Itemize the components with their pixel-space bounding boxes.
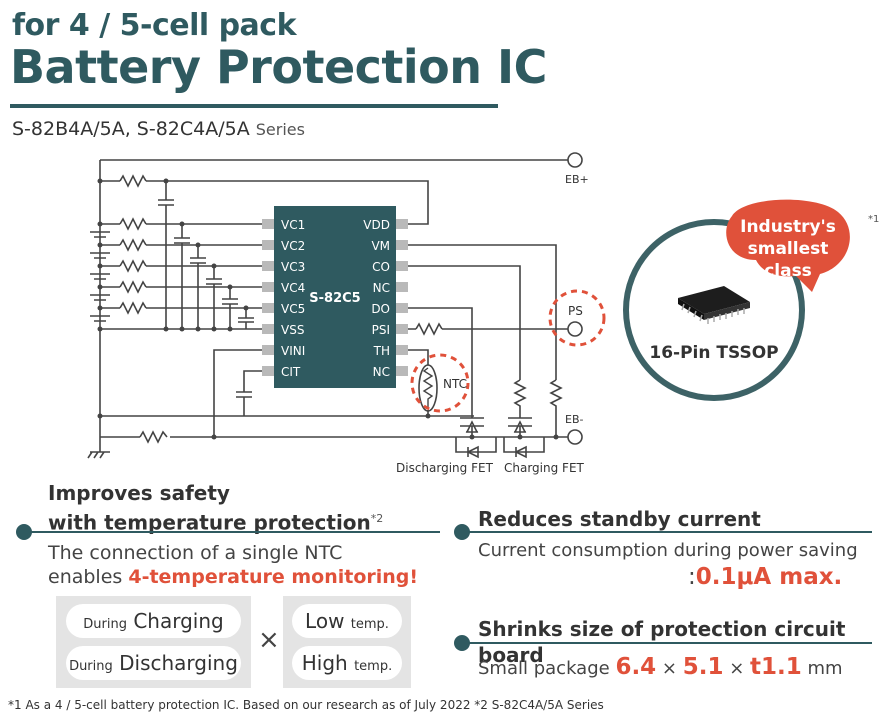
mode-pill-charging: During Charging	[66, 604, 241, 638]
pin-label: CIT	[281, 365, 301, 379]
safety-title-line2: with temperature protection*2	[48, 506, 383, 536]
size-unit: mm	[801, 658, 843, 679]
standby-desc: Current consumption during power saving	[478, 540, 858, 561]
battery-cells	[90, 231, 110, 322]
standby-title: Reduces standby current	[478, 507, 761, 531]
ic-pins	[262, 219, 408, 376]
size-x2: ×	[723, 658, 750, 679]
pin-label: VINI	[281, 344, 305, 358]
ps-terminal	[567, 321, 583, 337]
temp-box: Low temp. High temp.	[283, 596, 411, 688]
temp-pill-low: Low temp.	[292, 604, 402, 638]
safety-title-line1: Improves safety	[48, 481, 230, 505]
safety-desc-line1: The connection of a single NTC	[48, 542, 343, 564]
badge-footnote-mark: *1	[868, 214, 879, 225]
pin-label: TH	[373, 344, 390, 358]
ntc-label: NTC	[443, 377, 467, 391]
junction-dots	[97, 178, 559, 440]
size-w: 6.4	[615, 654, 657, 680]
pill-big: Charging	[133, 609, 224, 633]
pin-label: VDD	[363, 218, 390, 232]
size-t: t1.1	[750, 654, 802, 680]
pin-label: DO	[371, 302, 390, 316]
pin-label: VC1	[281, 218, 305, 232]
bubble-line2: smallest	[748, 239, 829, 259]
safety-desc-line2: enables 4-temperature monitoring!	[48, 566, 418, 588]
standby-value: 0.1μA max.	[695, 564, 843, 590]
speech-bubble	[726, 199, 850, 292]
standby-value-line: :0.1μA max.	[688, 564, 842, 590]
temp-pill-high: High temp.	[292, 646, 402, 680]
section-rule	[462, 531, 872, 533]
pin-label: VC2	[281, 239, 305, 253]
times-symbol: ×	[258, 625, 280, 655]
eb-minus-terminal	[567, 429, 583, 445]
pill-small: temp.	[354, 659, 393, 674]
series-models: S-82B4A/5A, S-82C4A/5A	[12, 118, 250, 140]
ps-label: PS	[568, 304, 583, 318]
series-label: S-82B4A/5A, S-82C4A/5A Series	[12, 118, 305, 140]
size-line: Small package 6.4 × 5.1 × t1.1 mm	[478, 654, 843, 680]
pin-label: VC4	[281, 281, 305, 295]
bubble-line1: Industry's	[740, 217, 836, 237]
package-name: 16-Pin TSSOP	[649, 343, 778, 363]
ntc-thermistor	[418, 364, 438, 412]
safety-desc-prefix: enables	[48, 566, 129, 588]
section-rule	[462, 642, 872, 644]
safety-title-sup: *2	[370, 512, 384, 525]
standby-colon: :	[688, 564, 696, 590]
pin-label: NC	[373, 281, 390, 295]
ntc-highlight	[410, 353, 470, 413]
circuit-diagram: VC1 VC2 VC3 VC4 VC5 VSS VINI CIT VDD VM …	[87, 152, 606, 475]
pin-label: VC3	[281, 260, 305, 274]
pill-big: High	[301, 651, 348, 675]
pin-label: VM	[371, 239, 390, 253]
footnote: *1 As a 4 / 5-cell battery protection IC…	[8, 698, 604, 712]
mode-box: During Charging During Discharging	[56, 596, 251, 688]
pill-big: Discharging	[119, 651, 238, 675]
page-title: Battery Protection IC	[10, 40, 547, 94]
discharging-fet-label: Discharging FET	[396, 461, 494, 475]
pill-small: During	[83, 617, 127, 632]
pin-label: CO	[372, 260, 390, 274]
eb-plus-terminal	[567, 152, 583, 168]
charging-fet-label: Charging FET	[504, 461, 585, 475]
size-x1: ×	[656, 658, 683, 679]
safety-desc-highlight: 4-temperature monitoring!	[128, 566, 419, 588]
pill-small: During	[69, 659, 113, 674]
series-suffix: Series	[255, 120, 305, 139]
pill-small: temp.	[350, 617, 389, 632]
title-underline	[10, 104, 498, 108]
package-badge: Industry's smallest class *1 16-Pin TSSO…	[623, 199, 879, 401]
eb-plus-label: EB+	[565, 173, 589, 186]
pin-label: VC5	[281, 302, 305, 316]
size-title: Shrinks size of protection circuit board	[478, 617, 846, 667]
pin-label: PSI	[372, 323, 390, 337]
pin-label: VSS	[281, 323, 304, 337]
bubble-line3: class	[764, 261, 812, 281]
ic-body	[274, 206, 396, 388]
ic-name: S-82C5	[309, 291, 360, 306]
ps-highlight	[548, 289, 606, 347]
section-rule	[24, 531, 440, 533]
mode-pill-discharging: During Discharging	[66, 646, 241, 680]
pin-label: NC	[373, 365, 390, 379]
size-prefix: Small package	[478, 658, 616, 679]
eb-minus-label: EB-	[565, 413, 583, 426]
size-h: 5.1	[682, 654, 724, 680]
subtitle: for 4 / 5-cell pack	[12, 8, 297, 43]
chip-icon	[678, 286, 750, 324]
pill-big: Low	[305, 609, 345, 633]
safety-title-text: with temperature protection	[48, 510, 371, 535]
